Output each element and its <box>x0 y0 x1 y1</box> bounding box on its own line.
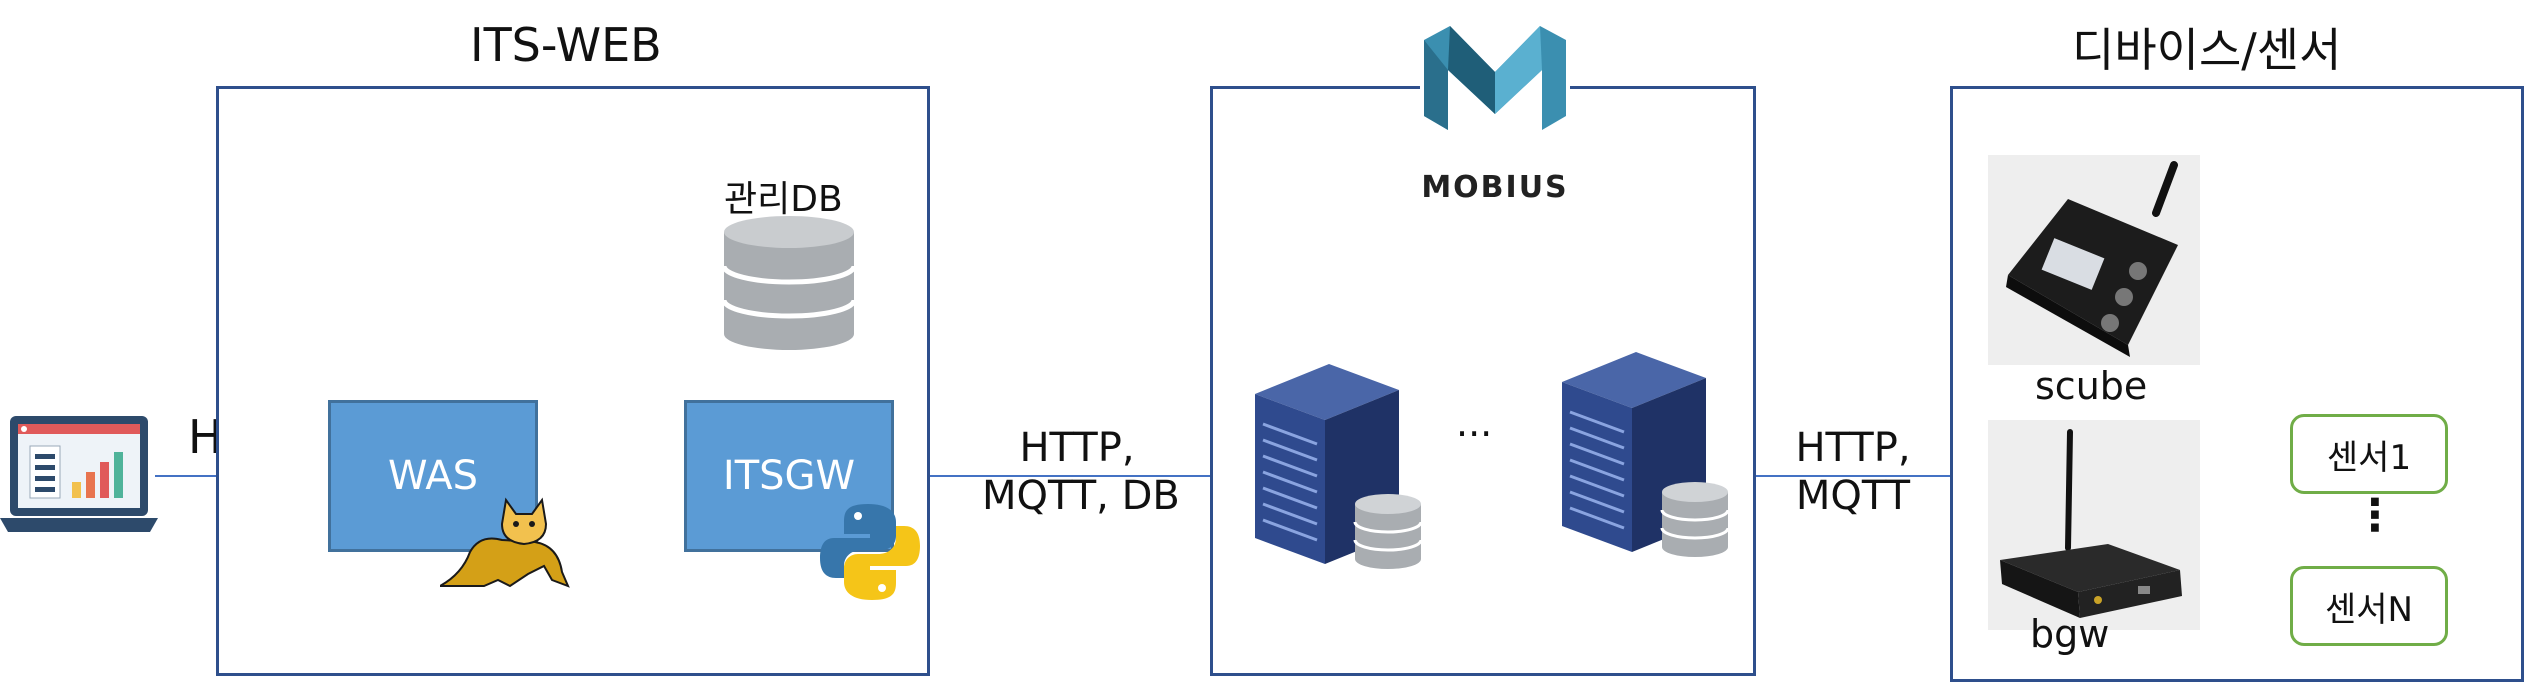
server-icon <box>1562 352 1730 557</box>
server-ellipsis: ··· <box>1456 412 1493 456</box>
server-icon <box>1255 364 1423 569</box>
laptop-icon <box>0 416 158 532</box>
sensor-vertical-ellipsis: ⋮ <box>2353 490 2397 541</box>
db-label: 관리DB <box>724 179 843 220</box>
middle-protocol-line1: HTTP, <box>1019 425 1135 471</box>
python-icon <box>820 504 920 600</box>
mobius-logo-text: MOBIUS <box>1421 170 1569 205</box>
middle-protocol-line2: MQTT, DB <box>982 473 1180 519</box>
right-protocol-label: HTTP, MQTT <box>1778 424 1928 520</box>
right-protocol-line2: MQTT <box>1795 473 1911 519</box>
bgw-device-image <box>1988 420 2200 630</box>
sensor-box-n: 센서N <box>2290 566 2448 646</box>
was-label: WAS <box>387 453 479 499</box>
middle-protocol-label: HTTP, MQTT, DB <box>982 424 1180 520</box>
devices-title: 디바이스/센서 <box>2072 23 2342 77</box>
bgw-label: bgw <box>2030 612 2110 656</box>
scube-label: scube <box>2035 364 2148 408</box>
sensor-n-label: 센서N <box>2325 589 2413 630</box>
tomcat-icon <box>440 497 570 588</box>
scube-device-image <box>1988 155 2200 365</box>
sensor-1-label: 센서1 <box>2326 437 2412 478</box>
its-web-panel <box>216 86 930 676</box>
database-icon <box>722 216 856 350</box>
mobius-logo-icon <box>1424 26 1566 130</box>
its-web-title: ITS-WEB <box>470 18 662 72</box>
sensor-box-1: 센서1 <box>2290 414 2448 494</box>
mobius-logo: MOBIUS <box>1420 18 1570 205</box>
right-protocol-line1: HTTP, <box>1795 425 1911 471</box>
itsgw-label: ITSGW <box>722 453 856 499</box>
